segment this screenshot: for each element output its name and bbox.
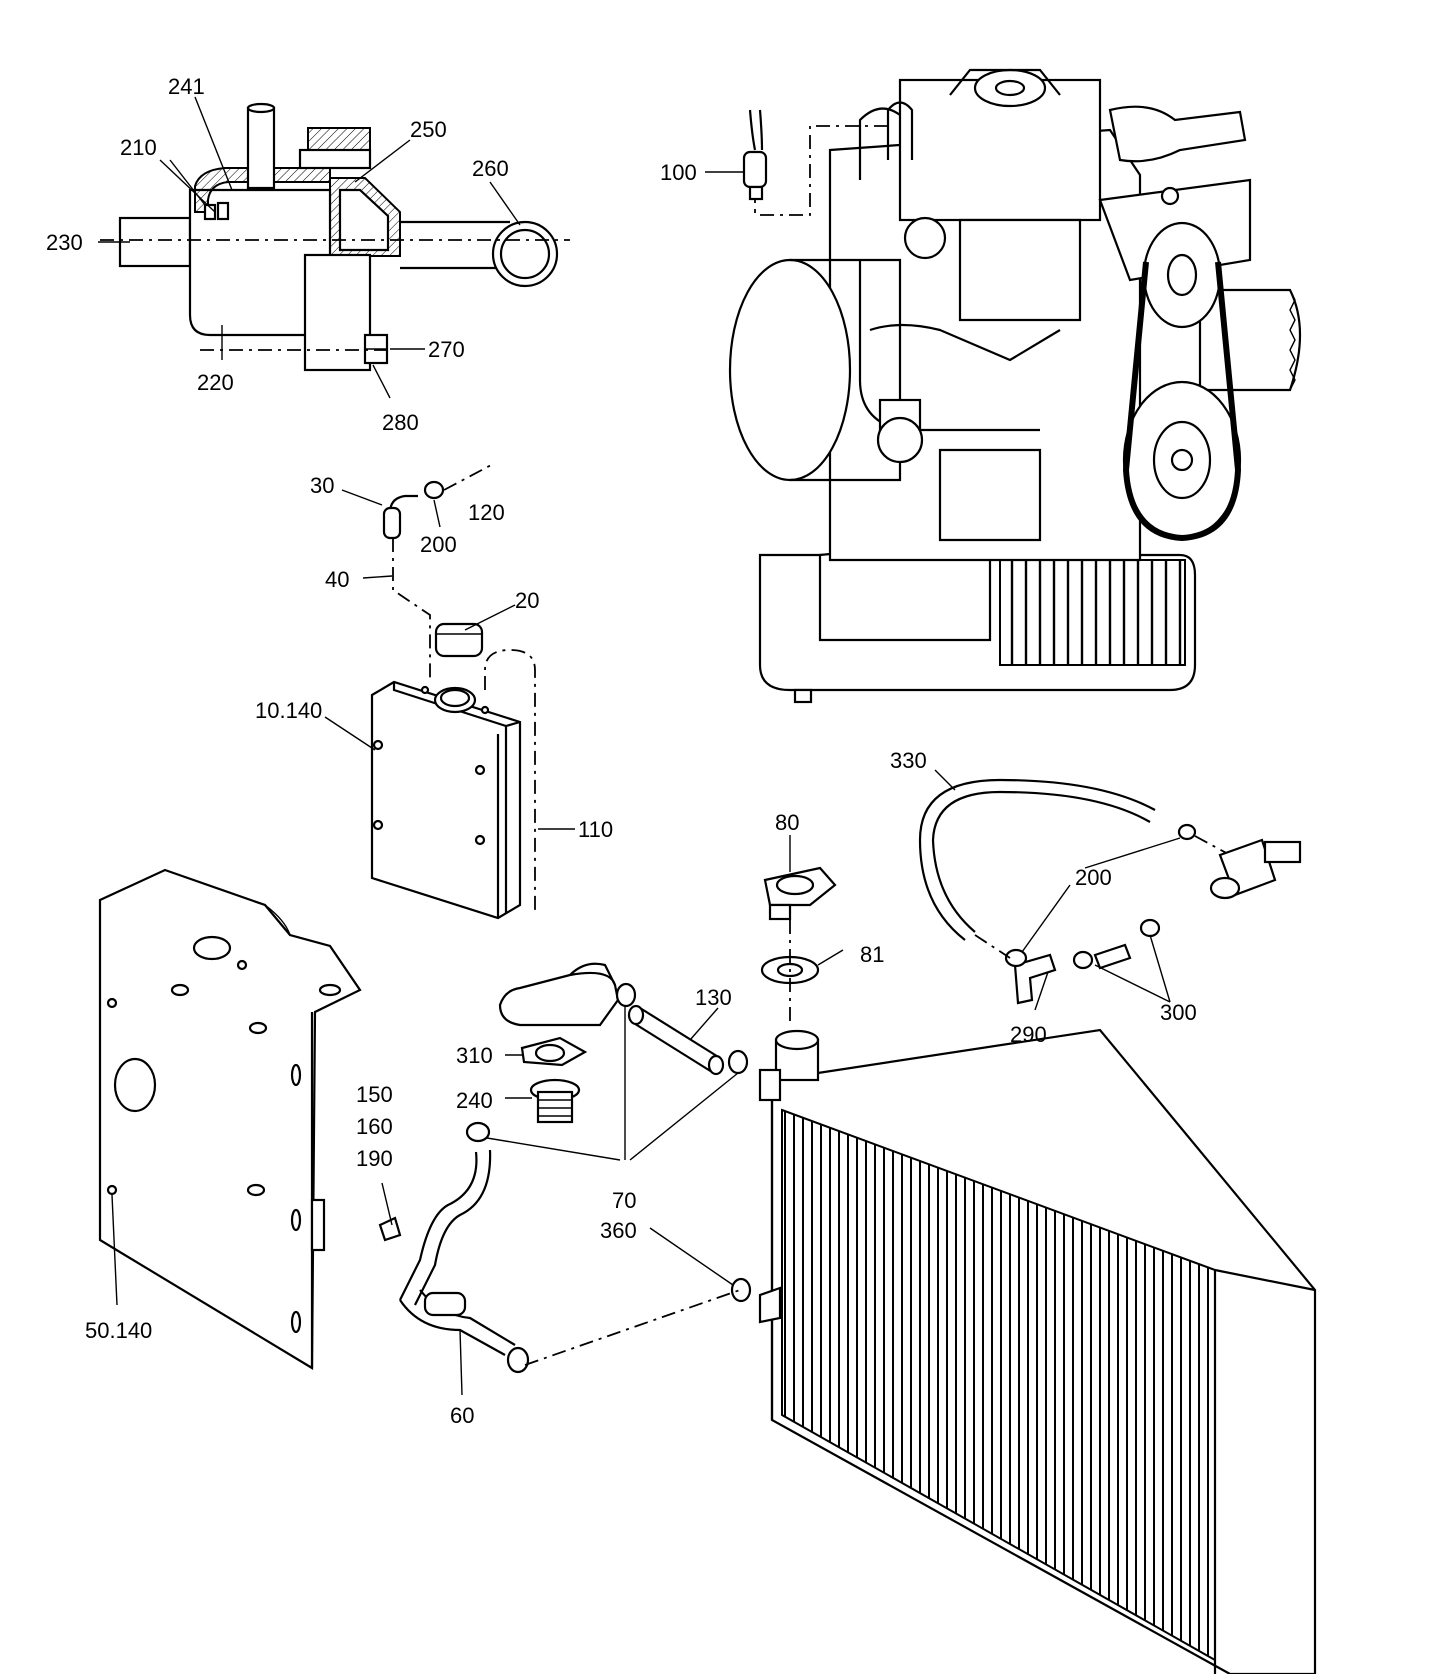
- callout-270: 270: [428, 337, 465, 362]
- callout-240: 240: [456, 1088, 493, 1113]
- callout-40: 40: [325, 567, 349, 592]
- callout-60: 60: [450, 1403, 474, 1428]
- callout-250: 250: [410, 117, 447, 142]
- callout-200-top: 200: [420, 532, 457, 557]
- callout-50-140: 50.140: [85, 1318, 152, 1343]
- callout-290: 290: [1010, 1022, 1047, 1047]
- radiator: [730, 1028, 1317, 1674]
- leader-lines: [98, 96, 1181, 1396]
- expansion-tank: [370, 462, 536, 920]
- hose-330-group: [918, 778, 1302, 1005]
- callout-110: 110: [578, 817, 613, 842]
- callout-360: 360: [600, 1218, 637, 1243]
- callout-310: 310: [456, 1043, 493, 1068]
- callout-260: 260: [472, 156, 509, 181]
- thermostat-group: [465, 962, 749, 1161]
- callout-210: 210: [120, 135, 157, 160]
- callout-labels: 241 210 250 260 230 270 220 280 100 30 1…: [46, 74, 1197, 1428]
- callout-81: 81: [860, 942, 884, 967]
- callout-330: 330: [890, 748, 927, 773]
- engine-illustration: [728, 68, 1302, 704]
- callout-100: 100: [660, 160, 697, 185]
- filter-100: [742, 109, 768, 201]
- callout-150: 150: [356, 1082, 393, 1107]
- callout-70: 70: [612, 1188, 636, 1213]
- callout-230: 230: [46, 230, 83, 255]
- callout-160: 160: [356, 1114, 393, 1139]
- bracket-plate: [98, 868, 362, 1370]
- radiator-cap-group: [760, 866, 837, 1025]
- callout-30: 30: [310, 473, 334, 498]
- callout-20: 20: [515, 588, 539, 613]
- callout-10-140: 10.140: [255, 698, 322, 723]
- callout-130: 130: [695, 985, 732, 1010]
- callout-80: 80: [775, 810, 799, 835]
- lower-hose-60: [378, 1149, 741, 1374]
- callout-120: 120: [468, 500, 505, 525]
- thermostat-housing-assembly: [100, 102, 570, 372]
- callout-241: 241: [168, 74, 205, 99]
- callout-200-right: 200: [1075, 865, 1112, 890]
- callout-280: 280: [382, 410, 419, 435]
- callout-190: 190: [356, 1146, 393, 1171]
- callout-300: 300: [1160, 1000, 1197, 1025]
- callout-220: 220: [197, 370, 234, 395]
